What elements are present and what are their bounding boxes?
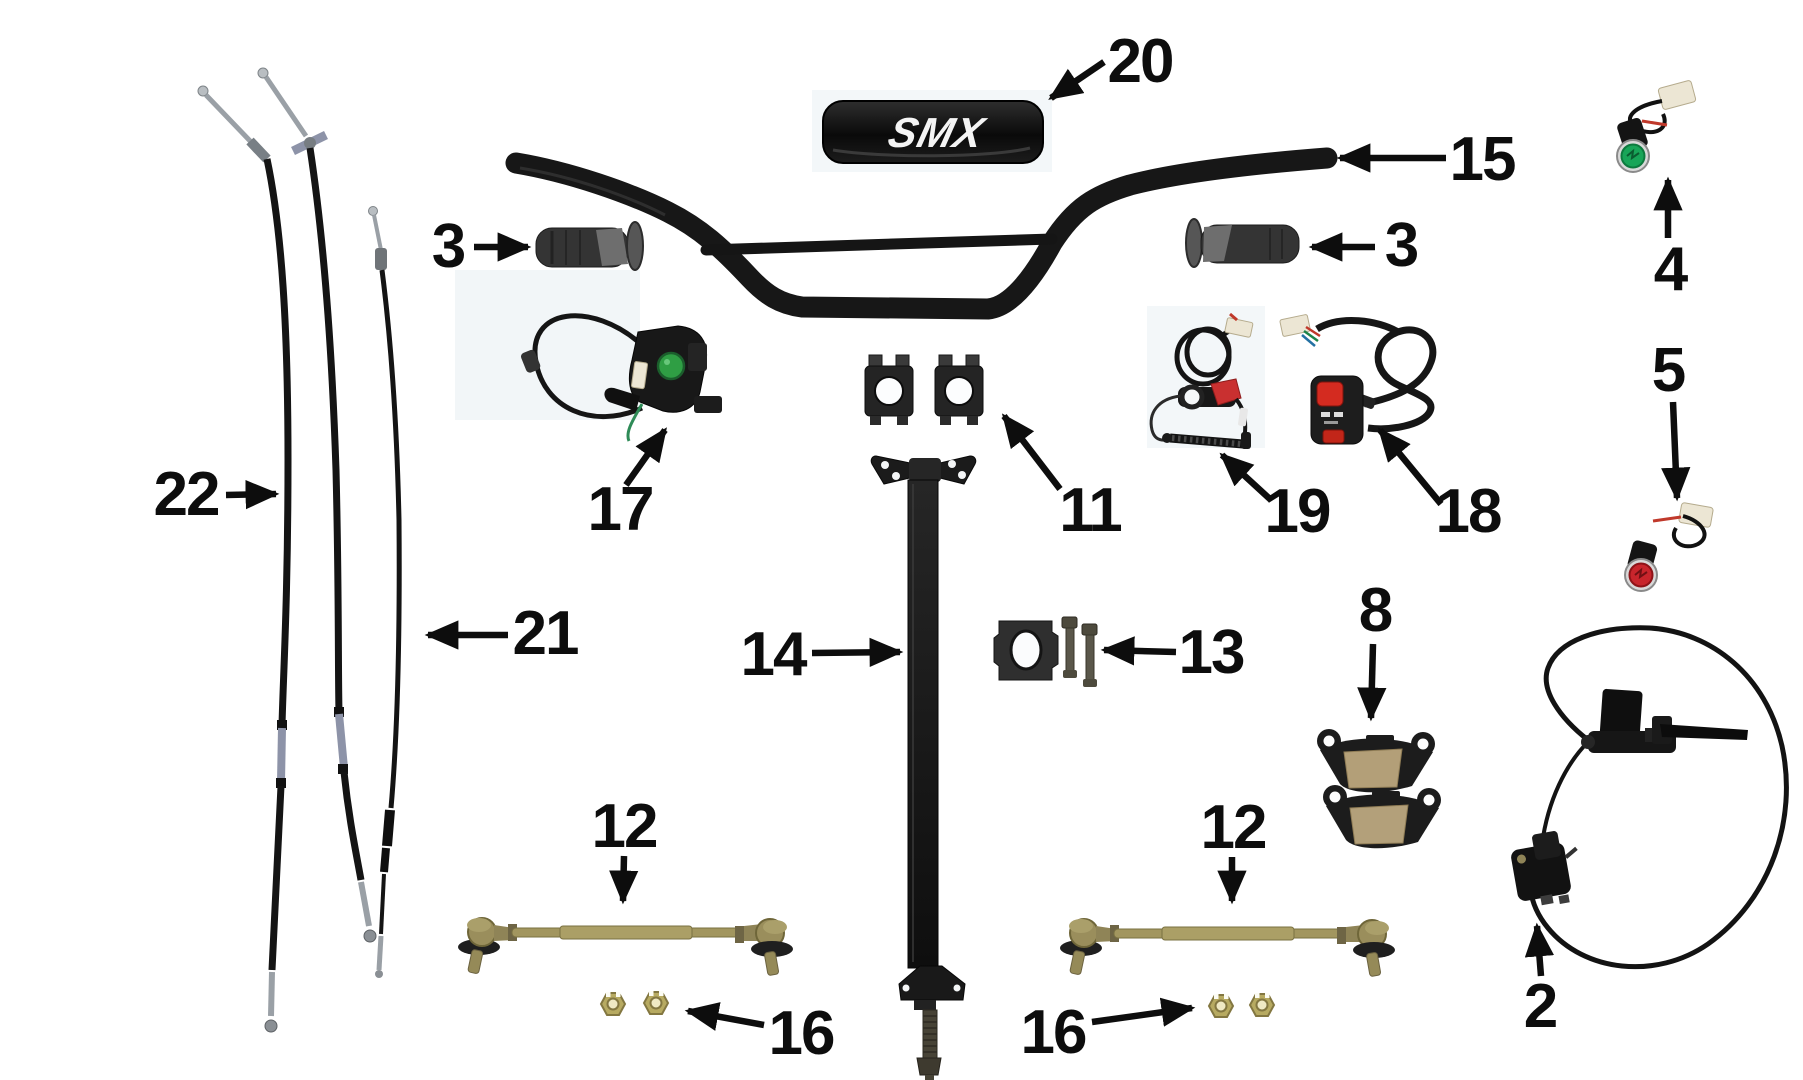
callout-arrow-steering-stem [811,637,904,667]
castle-nut [599,992,627,1016]
brake-pad-top [1317,729,1435,793]
callout-arrow-stem-clamp [1100,636,1177,666]
brake-caliper [1511,831,1578,906]
switch-assembly [1279,314,1437,445]
callout-arrow-kill-switch [1219,452,1274,503]
callout-arrow-nuts-left [684,1002,765,1031]
indicator-light-red [1624,502,1714,592]
brake-pad-bottom [1323,785,1441,849]
handlebar-clamps [864,354,984,425]
callout-arrow-switch-assembly [1377,427,1444,507]
tie-rod-left [458,917,793,976]
throttle-green-button [656,351,686,381]
steering-stem [870,455,977,1080]
pad-logo: SMX [884,110,991,157]
brake-assembly [1511,625,1789,970]
callout-arrow-handlebar-pad [1048,59,1106,101]
clamp-bolt-1 [1061,616,1078,678]
castle-nuts [599,991,1276,1018]
castle-nut [642,991,670,1015]
callout-arrow-nuts-right [1091,997,1196,1027]
castle-nut [1248,993,1276,1017]
clamp-bolt-2 [1081,623,1098,687]
callout-arrow-bar-clamps [1001,413,1063,491]
callout-arrow-brake-assembly [1524,922,1555,977]
bar-clamp-left [864,354,914,425]
brake-lever [1660,724,1748,740]
throttle-cable [368,206,402,978]
thumb-throttle [520,313,722,442]
switch-red-button [1316,381,1344,407]
cable-b [257,67,377,943]
control-cables [197,67,377,1033]
indicator-light-green [1616,80,1697,173]
handlebar [505,147,1338,320]
grip-right [1185,218,1300,268]
kill-switch-red-cap [1210,378,1242,406]
tie-rod-right [1060,918,1395,977]
bar-clamp-right [934,354,984,425]
callout-arrow-brake-pads [1357,643,1387,722]
brake-pads [1317,729,1441,849]
grip-left [535,221,644,271]
callout-arrow-control-cables [225,479,280,510]
callout-arrow-throttle [623,427,668,487]
handlebar-pad: SMX [822,100,1044,164]
callout-arrow-indicator-red [1661,401,1691,502]
cable-a [197,85,292,1033]
castle-nut [1207,994,1235,1018]
kill-switch-tether [1149,312,1254,449]
callout-arrows [225,59,1691,1031]
callout-arrow-tie-rod-left [609,855,639,905]
stem-clamp [993,616,1098,687]
